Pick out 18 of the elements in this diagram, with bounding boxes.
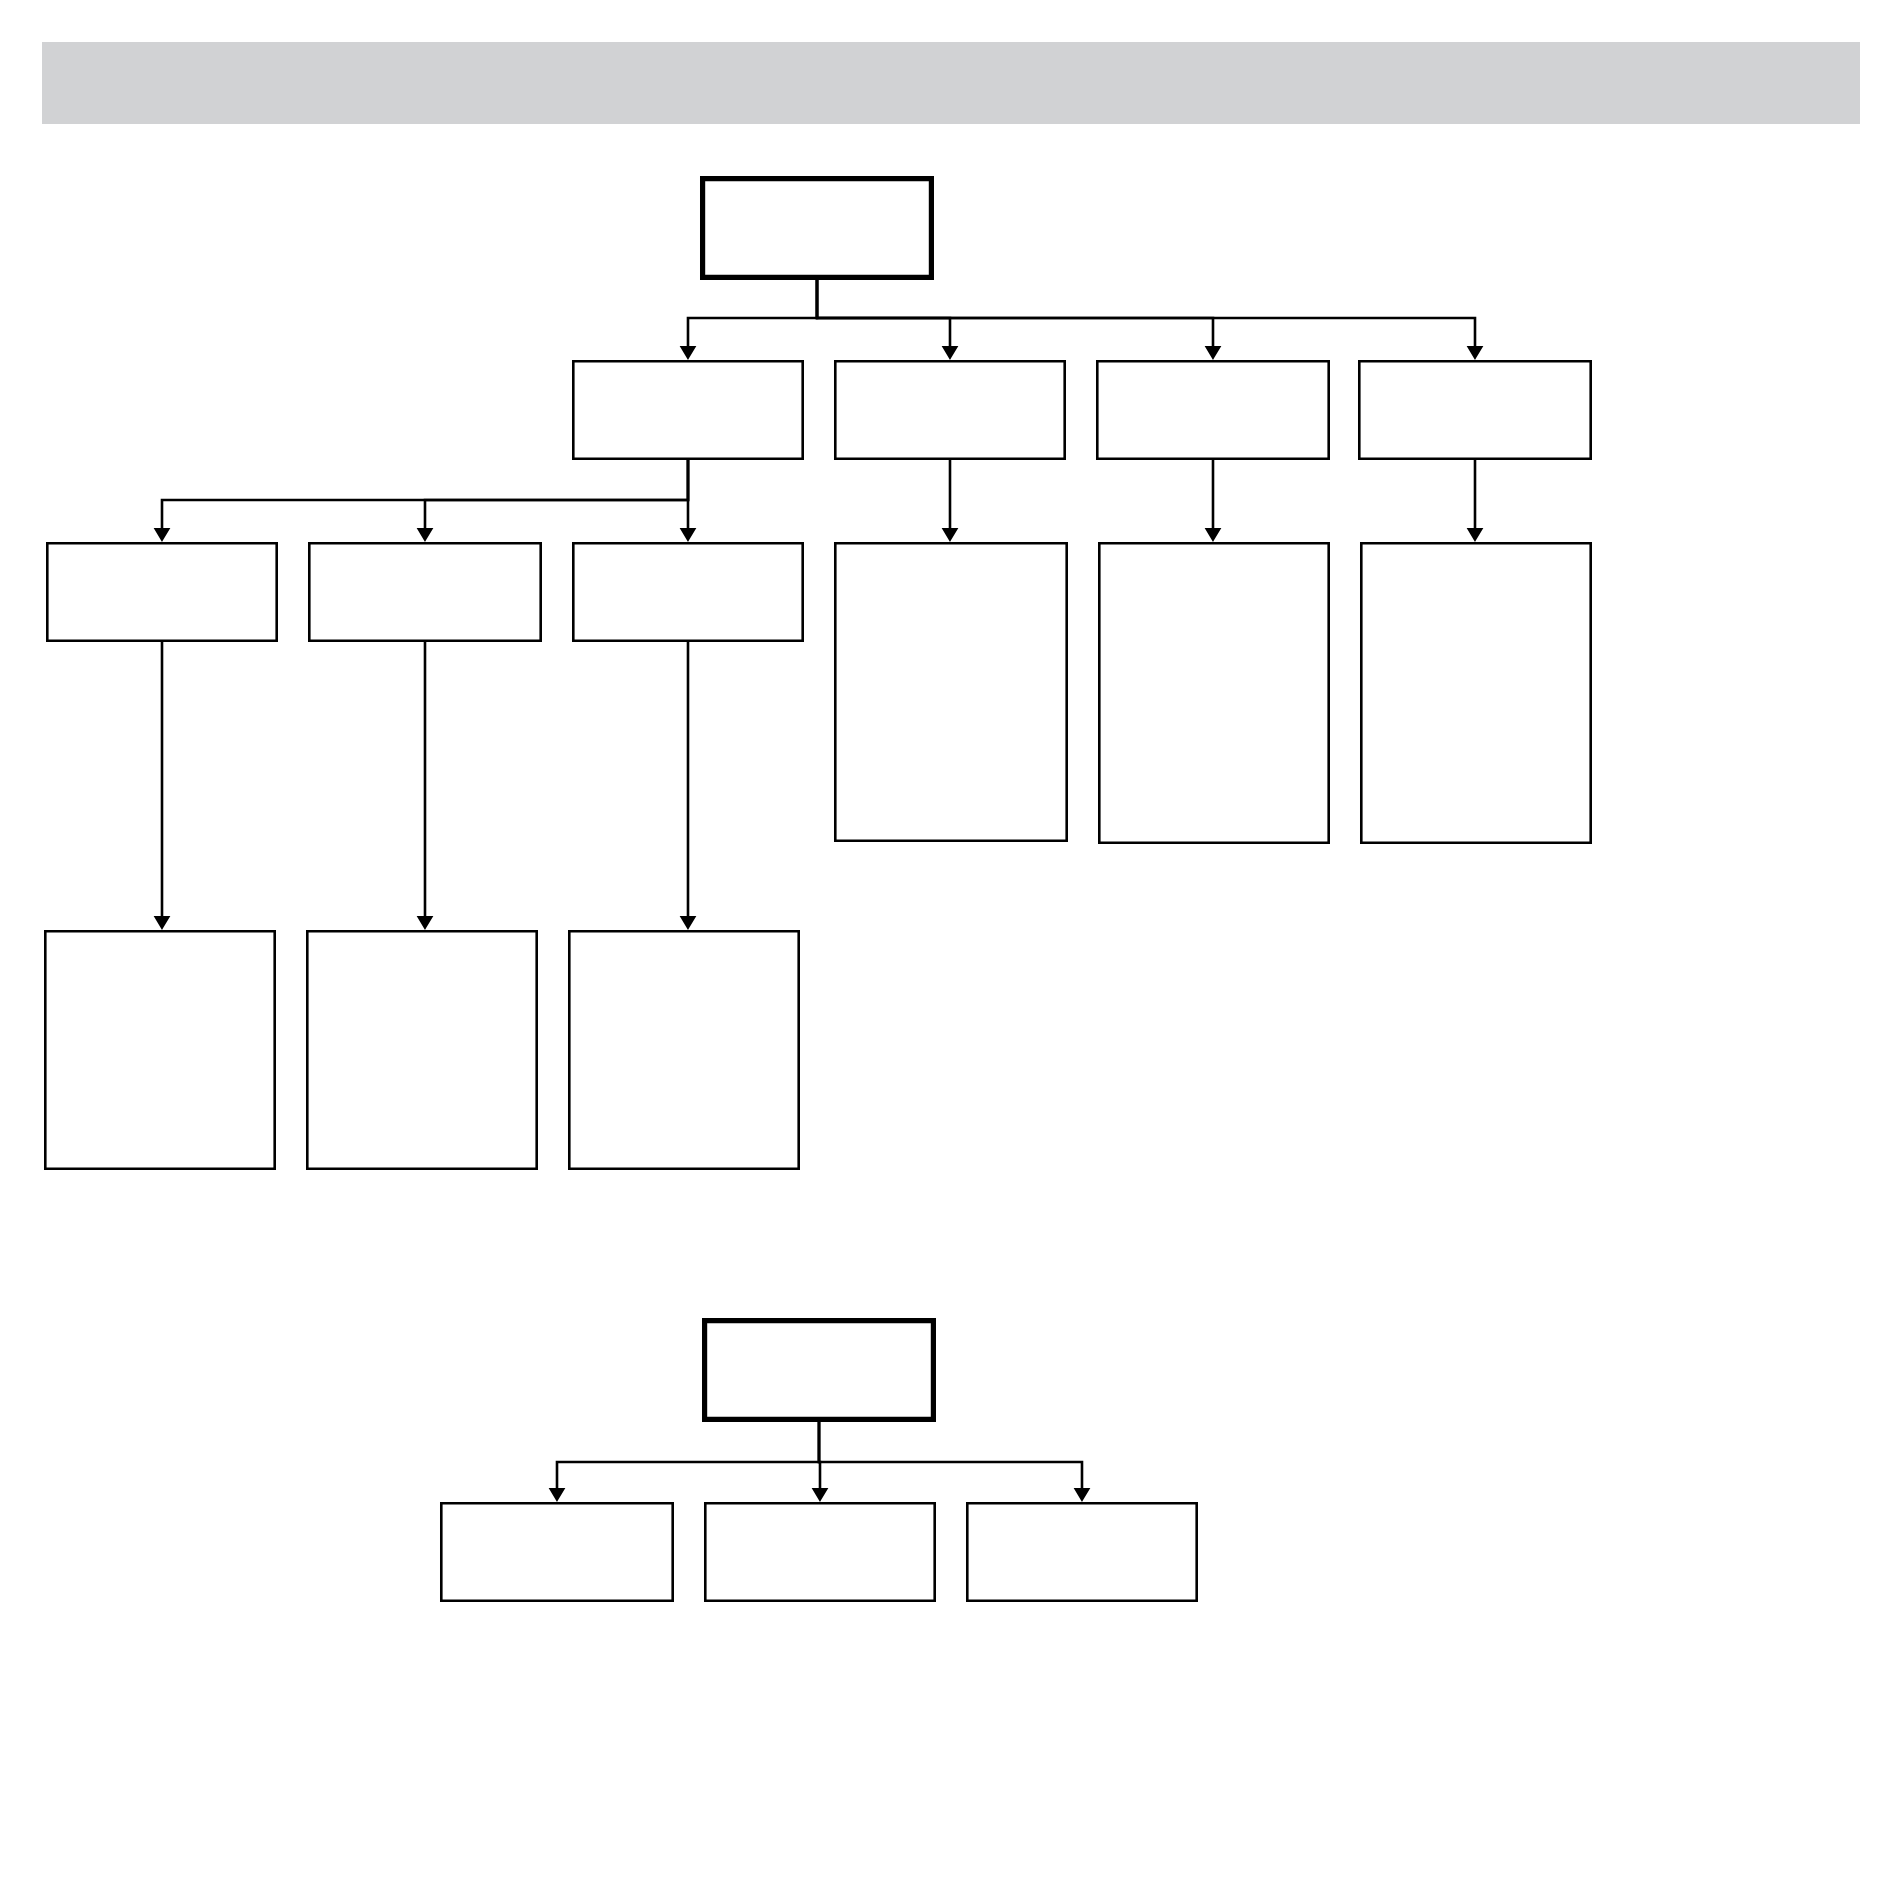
org-box bbox=[1360, 542, 1592, 844]
org-box bbox=[704, 1502, 936, 1602]
org-box bbox=[44, 930, 276, 1170]
org-box bbox=[702, 1318, 936, 1422]
org-box bbox=[834, 360, 1066, 461]
org-box bbox=[308, 542, 542, 642]
org-box bbox=[572, 542, 804, 642]
org-box bbox=[568, 930, 800, 1170]
org-box bbox=[966, 1502, 1198, 1602]
org-box bbox=[440, 1502, 674, 1602]
org-box bbox=[306, 930, 538, 1170]
org-box bbox=[572, 360, 804, 461]
org-box bbox=[1096, 360, 1330, 461]
org-box bbox=[1098, 542, 1330, 844]
org-box bbox=[700, 176, 934, 281]
org-box bbox=[46, 542, 278, 642]
org-box bbox=[1358, 360, 1592, 461]
org-box bbox=[834, 542, 1068, 842]
